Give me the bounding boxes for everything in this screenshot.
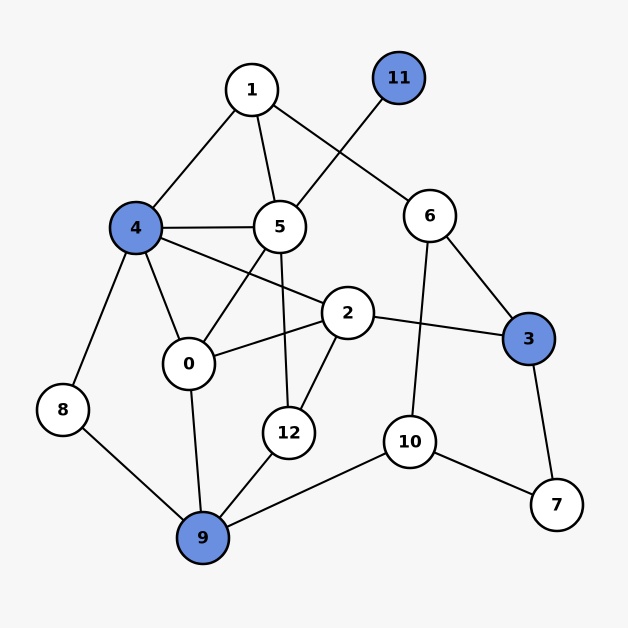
graph-edge-10-9: [201, 440, 412, 540]
graph-edge-5-12: [278, 225, 291, 435]
graph-node-8[interactable]: 8: [35, 382, 91, 438]
graph-edge-8-9: [61, 408, 205, 540]
graph-node-circle-4[interactable]: [108, 200, 164, 256]
graph-node-9[interactable]: 9: [175, 510, 231, 566]
graph-node-circle-2[interactable]: [320, 285, 376, 341]
graph-node-7[interactable]: 7: [529, 477, 585, 533]
graph-node-circle-9[interactable]: [175, 510, 231, 566]
graph-edge-1-4: [134, 88, 254, 230]
graph-edge-4-2: [134, 226, 350, 315]
graph-node-circle-10[interactable]: [382, 414, 438, 470]
graph-node-1[interactable]: 1: [224, 62, 280, 118]
graph-node-circle-6[interactable]: [402, 188, 458, 244]
graph-edge-5-0: [187, 225, 282, 366]
graph-node-5[interactable]: 5: [252, 199, 308, 255]
graph-edge-4-8: [61, 226, 138, 412]
graph-node-4[interactable]: 4: [108, 200, 164, 256]
graph-node-circle-5[interactable]: [252, 199, 308, 255]
graph-node-10[interactable]: 10: [382, 414, 438, 470]
graph-edge-3-7: [527, 337, 559, 507]
graph-node-circle-12[interactable]: [261, 405, 317, 461]
graph-node-circle-3[interactable]: [501, 311, 557, 367]
edge-layer: [61, 76, 559, 540]
graph-node-6[interactable]: 6: [402, 188, 458, 244]
graph-node-3[interactable]: 3: [501, 311, 557, 367]
graph-edge-5-11: [278, 76, 401, 229]
graph-node-circle-0[interactable]: [161, 336, 217, 392]
graph-node-12[interactable]: 12: [261, 405, 317, 461]
graph-node-circle-7[interactable]: [529, 477, 585, 533]
graph-node-11[interactable]: 11: [371, 50, 427, 106]
graph-edge-1-6: [250, 88, 432, 218]
graph-node-0[interactable]: 0: [161, 336, 217, 392]
graph-edge-0-2: [187, 311, 350, 366]
graph-node-circle-11[interactable]: [371, 50, 427, 106]
graph-edge-6-10: [408, 214, 432, 444]
graph-node-circle-1[interactable]: [224, 62, 280, 118]
graph-edge-2-3: [346, 311, 531, 341]
graph-node-2[interactable]: 2: [320, 285, 376, 341]
graph-node-circle-8[interactable]: [35, 382, 91, 438]
graph-edge-0-9: [187, 362, 205, 540]
